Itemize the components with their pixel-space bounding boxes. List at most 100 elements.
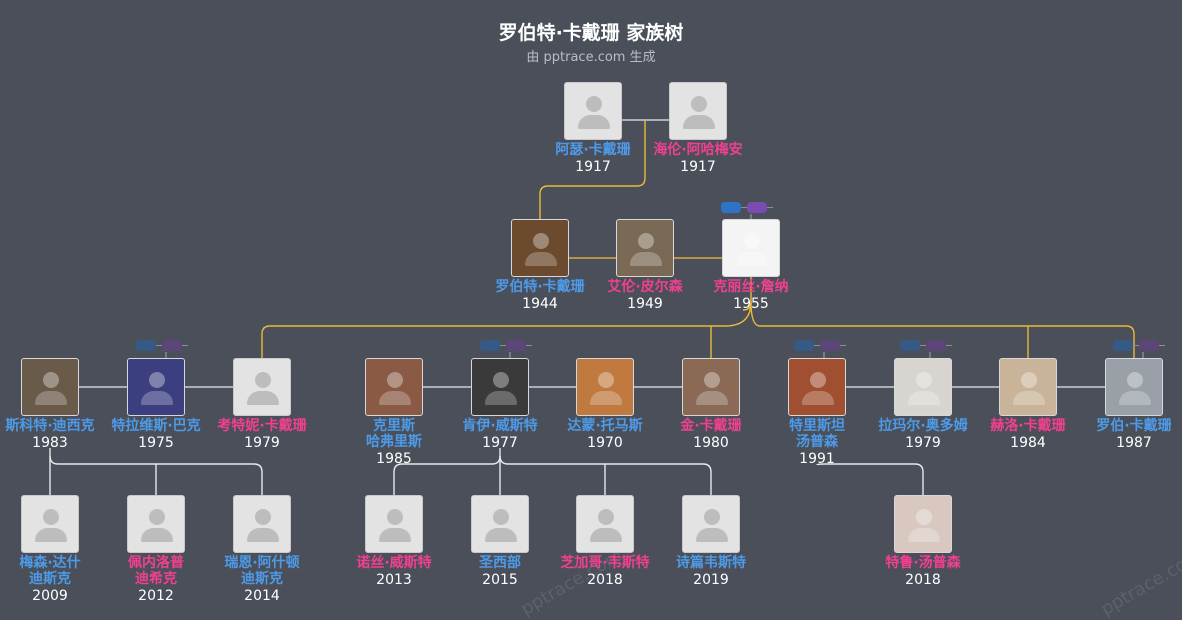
person-name: 拉玛尔·奥多姆	[878, 418, 968, 434]
avatar-body-shape	[247, 391, 279, 405]
person-photo	[682, 358, 740, 416]
person-photo	[894, 495, 952, 553]
tag-blue[interactable]	[136, 340, 156, 351]
person-name: 肯伊·威斯特	[462, 418, 538, 434]
avatar-head-shape	[43, 372, 59, 388]
person-birth-year: 1944	[522, 296, 558, 312]
tag-purple[interactable]	[926, 340, 946, 351]
person-birth-year: 2018	[905, 572, 941, 588]
tag-blue[interactable]	[480, 340, 500, 351]
tag-blue[interactable]	[794, 340, 814, 351]
avatar-head-shape	[493, 372, 509, 388]
person-photo	[999, 358, 1057, 416]
avatar-body-shape	[485, 391, 517, 405]
person-birth-year: 2009	[32, 588, 68, 604]
tag-purple[interactable]	[506, 340, 526, 351]
relation-tags[interactable]	[794, 340, 854, 352]
person-name: 罗伯·卡戴珊	[1096, 418, 1172, 434]
parent-child-line	[816, 463, 924, 495]
avatar-head-shape	[598, 372, 614, 388]
person-photo	[365, 358, 423, 416]
parent-child-line	[750, 301, 1135, 358]
avatar-head-shape	[43, 509, 59, 525]
person-name: 达蒙·托马斯	[567, 418, 643, 434]
avatar-head-shape	[704, 509, 720, 525]
avatar-head-shape	[493, 509, 509, 525]
person-name: 哈弗里斯	[366, 434, 422, 450]
person-name: 罗伯特·卡戴珊	[495, 279, 585, 295]
avatar-body-shape	[630, 252, 662, 266]
avatar-head-shape	[916, 509, 932, 525]
person-name: 斯科特·迪西克	[5, 418, 95, 434]
tag-blue[interactable]	[721, 202, 741, 213]
person-photo	[1105, 358, 1163, 416]
person-name: 特里斯坦	[789, 418, 845, 434]
person-name: 瑞恩·阿什顿	[224, 555, 300, 571]
avatar-body-shape	[696, 528, 728, 542]
person-birth-year: 2019	[693, 572, 729, 588]
person-name: 圣西部	[479, 555, 521, 571]
avatar-head-shape	[387, 509, 403, 525]
avatar-placeholder-icon	[576, 495, 634, 553]
person-name: 阿瑟·卡戴珊	[555, 142, 631, 158]
avatar-head-shape	[638, 233, 654, 249]
person-birth-year: 2013	[376, 572, 412, 588]
avatar-body-shape	[683, 115, 715, 129]
person-name: 艾伦·皮尔森	[607, 279, 683, 295]
avatar-body-shape	[696, 391, 728, 405]
person-birth-year: 1975	[138, 435, 174, 451]
person-name: 芝加哥·韦斯特	[560, 555, 650, 571]
person-name: 金·卡戴珊	[680, 418, 742, 434]
person-photo	[722, 219, 780, 277]
tag-purple[interactable]	[162, 340, 182, 351]
tag-purple[interactable]	[820, 340, 840, 351]
person-photo	[894, 358, 952, 416]
person-birth-year: 2012	[138, 588, 174, 604]
person-photo	[576, 358, 634, 416]
person-birth-year: 2018	[587, 572, 623, 588]
avatar-head-shape	[149, 372, 165, 388]
tag-blue[interactable]	[1113, 340, 1133, 351]
avatar-body-shape	[379, 528, 411, 542]
tag-purple[interactable]	[1139, 340, 1159, 351]
person-name: 考特妮·卡戴珊	[217, 418, 307, 434]
person-photo	[511, 219, 569, 277]
avatar-head-shape	[255, 372, 271, 388]
avatar-body-shape	[802, 391, 834, 405]
person-photo	[127, 358, 185, 416]
parent-child-line	[539, 120, 646, 219]
tag-purple[interactable]	[747, 202, 767, 213]
avatar-body-shape	[35, 528, 67, 542]
avatar-head-shape	[149, 509, 165, 525]
person-name: 诺丝·威斯特	[356, 555, 432, 571]
relation-tags[interactable]	[136, 340, 196, 352]
person-photo	[21, 358, 79, 416]
avatar-body-shape	[590, 528, 622, 542]
tag-blue[interactable]	[900, 340, 920, 351]
avatar-placeholder-icon	[21, 495, 79, 553]
person-birth-year: 1979	[905, 435, 941, 451]
avatar-body-shape	[379, 391, 411, 405]
avatar-head-shape	[1021, 372, 1037, 388]
person-name: 克里斯	[373, 418, 415, 434]
avatar-body-shape	[485, 528, 517, 542]
avatar-placeholder-icon	[564, 82, 622, 140]
person-birth-year: 1985	[376, 451, 412, 467]
avatar-body-shape	[141, 391, 173, 405]
avatar-body-shape	[736, 252, 768, 266]
avatar-head-shape	[810, 372, 826, 388]
avatar-head-shape	[598, 509, 614, 525]
person-name: 迪斯克	[29, 571, 71, 587]
avatar-body-shape	[1119, 391, 1151, 405]
person-birth-year: 1970	[587, 435, 623, 451]
relation-tags[interactable]	[900, 340, 960, 352]
avatar-placeholder-icon	[471, 495, 529, 553]
relation-tags[interactable]	[480, 340, 540, 352]
person-birth-year: 1917	[680, 159, 716, 175]
avatar-body-shape	[35, 391, 67, 405]
person-birth-year: 1949	[627, 296, 663, 312]
relation-tags[interactable]	[1113, 340, 1173, 352]
person-photo	[471, 358, 529, 416]
person-name: 克丽丝·詹纳	[713, 279, 789, 295]
relation-tags[interactable]	[721, 202, 781, 214]
